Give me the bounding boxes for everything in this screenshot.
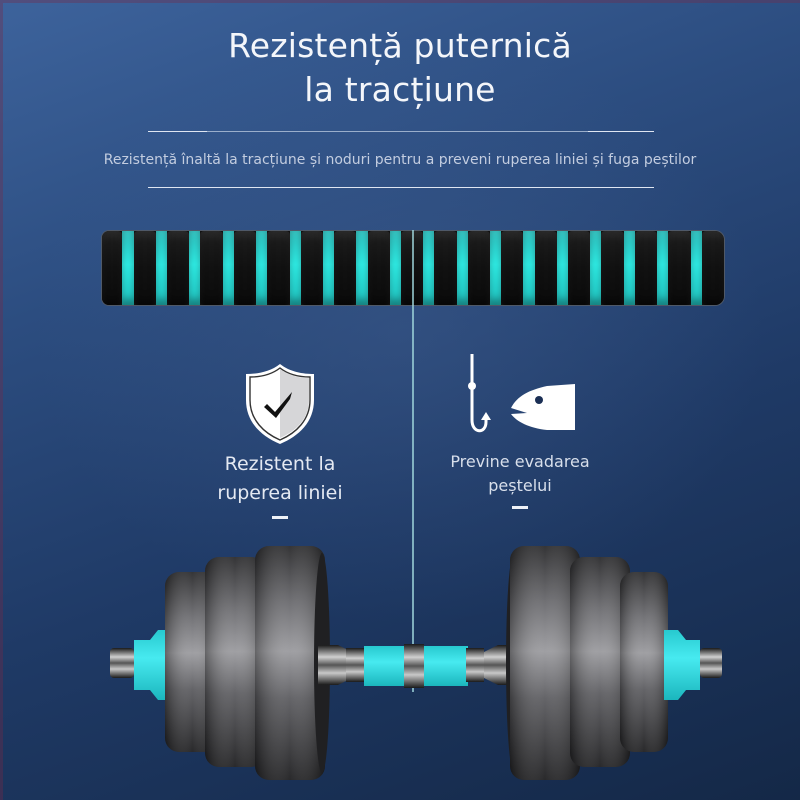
fishing-line (412, 230, 414, 692)
feature-dash (512, 506, 528, 509)
fish-hook-icon (468, 354, 575, 433)
feature-label-line-2: peștelui (488, 476, 552, 495)
feature-label-line-2: ruperea liniei (217, 482, 343, 504)
feature-dash (272, 516, 288, 519)
subtitle: Rezistență înaltă la tracțiune și noduri… (103, 152, 697, 168)
feature-prevent-fish-escape: Previne evadarea peștelui (420, 352, 620, 509)
divider-bottom (148, 187, 654, 188)
feature-label-line-1: Rezistent la (224, 453, 336, 475)
divider-top (148, 131, 654, 132)
feature-line-break-resistant: Rezistent la ruperea liniei (180, 362, 380, 519)
page-title-line-2: la tracțiune (304, 70, 496, 109)
feature-label-line-1: Previne evadarea (450, 452, 590, 471)
page-title-line-1: Rezistență puternică (228, 26, 572, 65)
shield-check-icon (246, 364, 314, 444)
